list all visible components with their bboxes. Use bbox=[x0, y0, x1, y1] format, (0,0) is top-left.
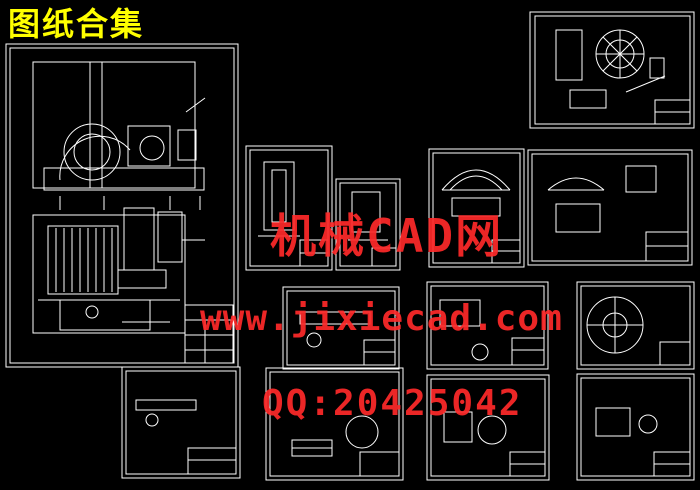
sheet-wheel[interactable] bbox=[265, 367, 404, 481]
sheet-main-assembly[interactable] bbox=[5, 43, 239, 368]
sheet-small-part[interactable] bbox=[121, 366, 241, 479]
sheet-cover[interactable] bbox=[576, 373, 695, 481]
watermark-site-name: 机械CAD网 bbox=[270, 209, 504, 263]
sheet-shaft[interactable] bbox=[282, 286, 400, 370]
sheet-part-a[interactable] bbox=[245, 145, 333, 271]
page-title: 图纸合集 bbox=[8, 5, 145, 43]
sheet-gear-plate[interactable] bbox=[529, 11, 695, 129]
watermark-url: www.jixiecad.com bbox=[200, 298, 563, 339]
sheet-part-b[interactable] bbox=[335, 178, 401, 271]
sheet-bracket[interactable] bbox=[426, 281, 549, 370]
sheet-housing[interactable] bbox=[527, 149, 693, 266]
sheet-flange[interactable] bbox=[426, 374, 550, 481]
sheet-gear-arch[interactable] bbox=[428, 148, 525, 268]
watermark-qq: QQ:20425042 bbox=[262, 383, 523, 424]
sheet-disc[interactable] bbox=[576, 281, 695, 370]
